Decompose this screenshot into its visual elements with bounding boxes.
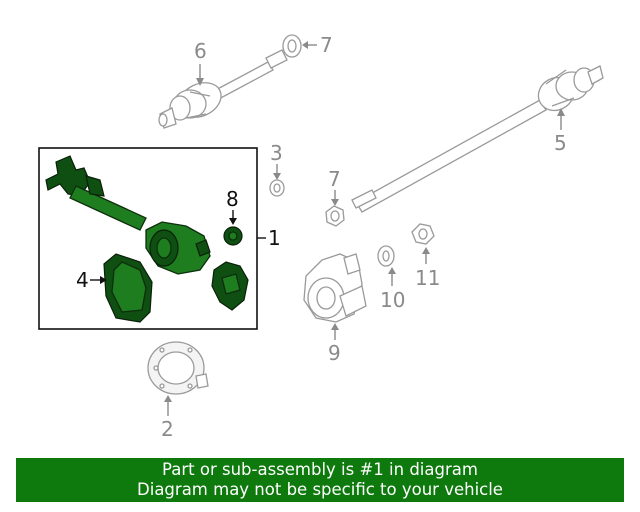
arrow-5 — [557, 108, 565, 116]
arrow-3 — [273, 173, 281, 180]
parts-diagram: 6 7 5 3 7 10 — [38, 33, 604, 441]
arrow-8 — [229, 218, 237, 225]
callout-4[interactable]: 4 — [76, 268, 89, 292]
callout-8[interactable]: 8 — [226, 187, 239, 211]
part-1-axle-housing[interactable] — [45, 155, 249, 311]
callout-1[interactable]: 1 — [268, 226, 281, 250]
arrow-7-mid — [331, 199, 339, 206]
part-3-washer[interactable] — [269, 179, 285, 197]
arrow-2 — [164, 395, 172, 402]
callout-5[interactable]: 5 — [554, 131, 567, 155]
part-5-axle-shaft[interactable] — [351, 65, 604, 213]
arrow-7-top — [302, 41, 308, 49]
callout-7-top[interactable]: 7 — [320, 33, 333, 57]
callout-7-mid[interactable]: 7 — [328, 167, 341, 191]
part-8-seal[interactable] — [223, 226, 243, 246]
callout-3[interactable]: 3 — [270, 141, 283, 165]
arrow-4 — [100, 276, 107, 284]
part-9-knuckle[interactable] — [303, 253, 367, 323]
arrow-10 — [388, 267, 396, 274]
banner-line-2: Diagram may not be specific to your vehi… — [137, 480, 503, 499]
arrow-9 — [331, 323, 339, 330]
part-6-axle-shaft[interactable] — [158, 49, 288, 129]
part-10-washer[interactable] — [377, 245, 395, 267]
part-4-cover[interactable] — [103, 253, 153, 323]
info-banner: Part or sub-assembly is #1 in diagram Di… — [16, 458, 624, 502]
callout-9[interactable]: 9 — [328, 341, 341, 365]
part-7-seal-top[interactable] — [282, 34, 302, 58]
part-7-nut-mid[interactable] — [325, 205, 345, 227]
callout-10[interactable]: 10 — [380, 288, 405, 312]
banner-line-1: Part or sub-assembly is #1 in diagram — [162, 460, 478, 479]
part-2-differential-carrier[interactable] — [147, 341, 209, 395]
arrow-11 — [422, 247, 430, 254]
arrow-6 — [196, 78, 204, 86]
callout-2[interactable]: 2 — [161, 417, 174, 441]
part-11-nut[interactable] — [411, 223, 435, 245]
callout-11[interactable]: 11 — [415, 266, 440, 290]
callout-6[interactable]: 6 — [194, 39, 207, 63]
